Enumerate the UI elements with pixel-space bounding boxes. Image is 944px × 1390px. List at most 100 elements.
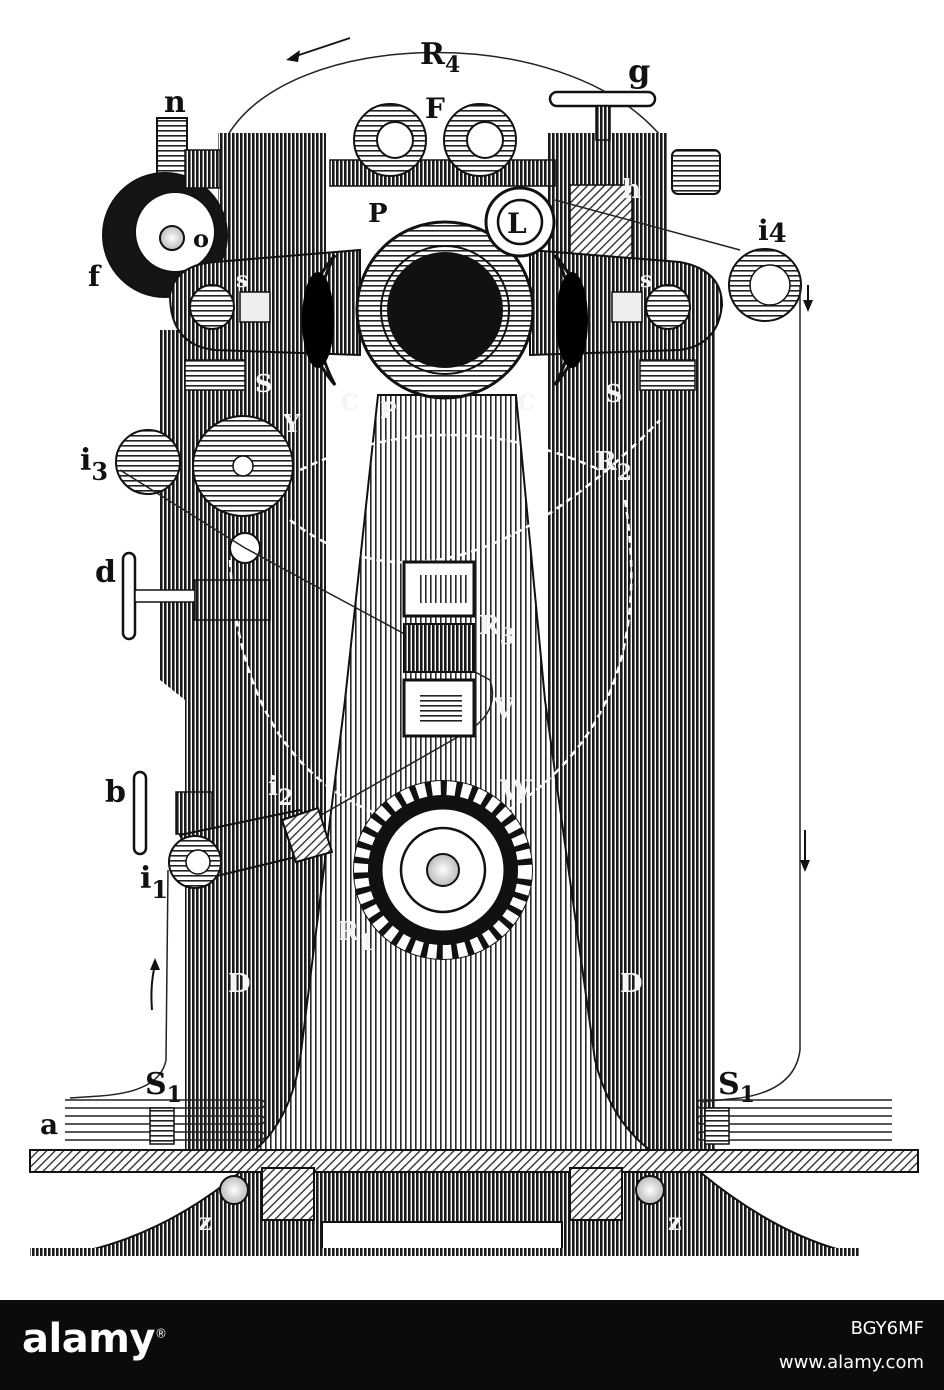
block-i2 [280,806,334,864]
window-lower [402,678,476,738]
arrow-left-up [150,964,156,1011]
roller-f-left-hub [376,121,414,159]
label-n: n [164,85,186,120]
label-o: o [193,224,209,253]
bolt-s-left [189,284,235,330]
label-v: V [492,692,516,725]
arrow-r4-head [286,50,300,62]
watermark-logo: alamy® [22,1316,167,1362]
thread-l-i4 [554,199,741,251]
watermark-bar: alamy® BGY6MF www.alamy.com [0,1300,944,1390]
label-z-left: z [198,1207,212,1236]
block-h [569,184,633,264]
label-r4: R4 [420,37,460,78]
thread-right-down [699,285,801,1103]
bolt-z-left [219,1175,249,1205]
label-s1-left: S1 [145,1067,182,1108]
sliver-stack-left [65,1099,266,1141]
frame-left-wing [160,330,218,1150]
dashed-r1-right [499,499,633,817]
frame-right-wing [668,330,715,1150]
thread-left-up [69,869,169,1099]
arrow-r4 [289,37,351,59]
label-s-left: s [236,267,248,293]
label-d-left: D [228,969,251,999]
watermark-url: www.alamy.com [778,1352,924,1373]
roll-i3 [115,429,181,495]
label-d-right: D [620,969,643,999]
bearing-top-left [184,149,221,189]
wheel-w-hub [426,853,460,887]
label-r1: R1 [337,917,374,956]
label-r2: R2 [595,447,632,486]
handwheel-d-gear [194,579,271,621]
roller-i1-hub [185,849,211,875]
nut-s-left [239,291,271,323]
window-upper-inner [418,575,468,603]
bolt-s-right [645,284,691,330]
label-s1-right: S1 [718,1067,755,1108]
handwheel-d[interactable] [121,551,137,641]
dashed-r2-lower [289,419,661,564]
nut-s-right [611,291,643,323]
label-a: a [40,1108,58,1141]
support-s-right [639,359,696,391]
label-s-right: s [640,267,652,293]
label-r3: R3 [478,611,515,650]
ring-b-lip [380,245,510,375]
label-i3: i3 [80,443,108,486]
base-opening [321,1221,563,1251]
arrow-right-down-2-head [800,860,810,872]
arrow-right-down-1-head [803,300,813,312]
label-c-left: C [341,390,359,416]
handwheel-d-shaft [134,589,196,603]
handwheel-b[interactable] [132,770,148,856]
window-middle [403,623,475,673]
label-l: L [507,207,527,240]
machine-diagram: R4 g n F h P L o i4 f s B s S S C P C Y … [29,37,919,1256]
engraving-canvas: R4 g n F h P L o i4 f s B s S S C P C Y … [29,37,919,1256]
label-z-right: z [668,1207,682,1236]
label-s-upper-left: S [255,369,272,398]
label-i1: i1 [140,861,168,904]
label-d: d [95,555,116,590]
label-w: W [499,774,532,807]
watermark-image-id: BGY6MF [850,1318,924,1339]
support-s-left [184,359,246,391]
label-p-mid: P [380,398,397,424]
wheel-w-teeth [354,781,532,959]
label-p-top: P [368,199,388,229]
bolt-s1-right [704,1107,730,1145]
label-i2: i2 [268,772,293,811]
wheel-o-hub [159,225,185,251]
label-y: Y [282,409,301,438]
right-knob [671,149,721,195]
window-lower-inner [420,695,462,723]
roller-i4-hub [749,264,791,306]
label-b-lower: b [105,775,126,810]
roller-f-right-hub [466,121,504,159]
arrow-left-up-head [150,958,160,970]
label-i4: i4 [758,214,787,249]
label-s-upper-right: S [605,379,622,408]
cam-right-slot [556,272,588,368]
bolt-s1-left [149,1107,175,1145]
base-foot-left [261,1167,315,1221]
floor-line [30,1248,860,1256]
base-foot-right [569,1167,623,1221]
label-f-lower: f [88,260,102,293]
dashed-r2-upper [299,433,601,472]
label-b: B [448,294,472,327]
bolt-z-right [635,1175,665,1205]
handwheel-g[interactable] [548,90,657,108]
label-g: g [628,52,650,90]
label-f-upper: F [425,92,445,125]
cam-left-slot [302,272,334,368]
sliver-stack-right [696,1099,892,1141]
label-h: h [622,175,641,205]
roller-l-hub [496,198,544,246]
handwheel-g-stem [595,105,611,141]
handwheel-b-gear [175,791,213,835]
roll-y-hub [232,455,254,477]
label-c-right: C [518,390,536,416]
